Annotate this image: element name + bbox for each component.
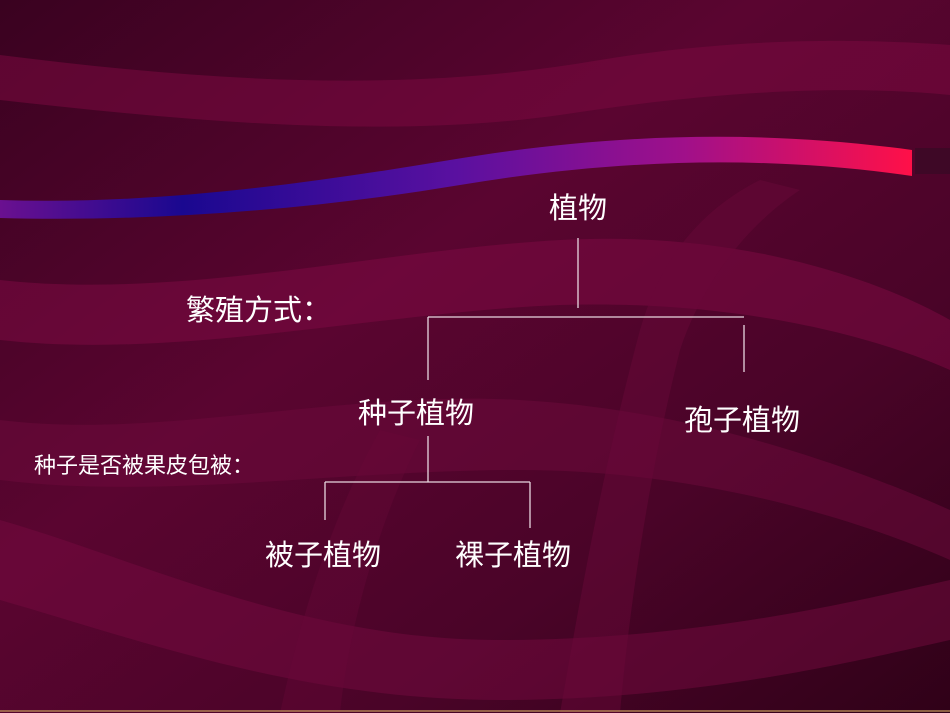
node-seed-plants: 种子植物 [358,396,475,430]
node-angiosperms: 被子植物 [265,538,382,572]
ribbon-stripe [0,136,912,219]
node-spore-plants: 孢子植物 [684,403,801,437]
level2-caption: 种子是否被果皮包被： [34,454,255,479]
node-gymnosperms: 裸子植物 [455,538,572,572]
swoosh-band-bottom [0,520,950,700]
swoosh-band-top [0,40,950,127]
level1-caption: 繁殖方式： [186,293,332,327]
root-node-plants: 植物 [549,191,608,225]
swoosh-vertical [560,180,800,713]
swoosh-vertical-left [280,430,420,713]
swoosh-band-low [0,398,950,560]
swoosh-band-mid [0,238,950,370]
ribbon-end-block [915,148,950,174]
